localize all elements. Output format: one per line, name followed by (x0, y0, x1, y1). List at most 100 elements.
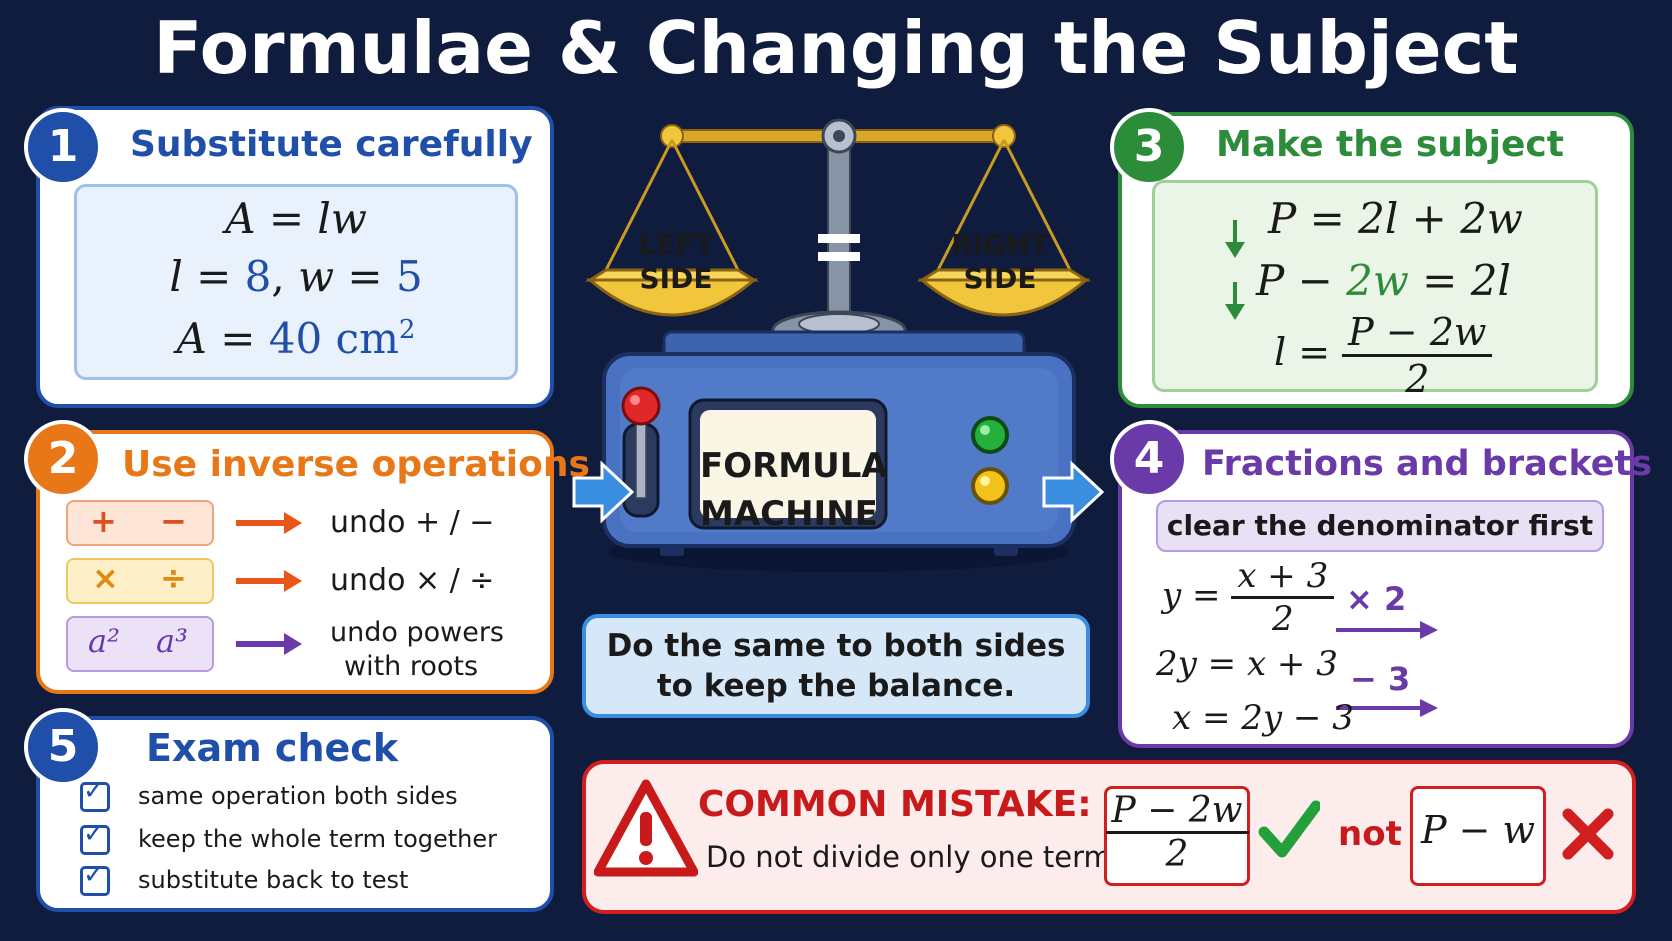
balance-machine-illustration (584, 118, 1092, 572)
down-arrow-icon-1 (1225, 220, 1245, 258)
result-power: 2 (398, 315, 416, 345)
formula-panel (74, 184, 518, 380)
denominator-tip: clear the denominator first (1166, 509, 1594, 542)
op-square: a² (88, 622, 120, 660)
card-title-inverse: Use inverse operations (122, 444, 590, 485)
card-title-make-subject: Make the subject (1216, 124, 1564, 165)
subject-result-numerator: P − 2w (1342, 310, 1493, 357)
checkmark-icon (1258, 800, 1320, 858)
card-title-exam-check: Exam check (146, 726, 399, 770)
arrow-icon-step-1 (1336, 621, 1438, 639)
op-box-add-subtract (66, 500, 214, 546)
substitution-values: l = 8, w = 5 (74, 252, 518, 301)
solved-equation: x = 2y − 3 (1172, 698, 1354, 738)
op-cube: a³ (156, 622, 188, 660)
checkbox-2[interactable] (80, 825, 110, 855)
balance-caption-line2: to keep the balance. (656, 668, 1016, 704)
subtract-step-lhs: P − (1256, 256, 1347, 305)
correct-fraction-denominator: 2 (1165, 834, 1189, 875)
right-pan-label-1: RIGHT (951, 228, 1049, 261)
arrow-icon-orange-2 (236, 570, 302, 592)
arrow-icon-purple (236, 633, 302, 655)
undo-powers-line1: undo powers (330, 617, 504, 648)
correct-fraction-numerator: P − 2w (1105, 790, 1249, 834)
subject-result-denominator: 2 (1405, 357, 1430, 401)
arrow-icon-orange-1 (236, 512, 302, 534)
card-title-fractions: Fractions and brackets (1202, 444, 1653, 484)
undo-powers-line2: with roots (344, 651, 479, 682)
checkbox-3[interactable] (80, 866, 110, 896)
warning-icon (594, 779, 698, 877)
check-icon-1: ✓ (83, 776, 105, 806)
step-badge-2: 2 (24, 420, 102, 498)
result-label: A = (176, 314, 269, 363)
balance-caption-box (582, 614, 1090, 718)
card-fractions-brackets (1118, 430, 1634, 748)
op-times: × (92, 559, 119, 597)
down-arrow-icon-2 (1225, 282, 1245, 320)
subject-result-lhs: l = (1274, 330, 1343, 374)
result-value: 40 cm (268, 314, 399, 363)
l-value: 8 (244, 252, 272, 301)
subtract-step: P − 2w = 2l (1256, 256, 1511, 305)
undo-multiply-divide: undo × / ÷ (330, 563, 495, 598)
check-icon-3: ✓ (83, 860, 105, 890)
check-icon-2: ✓ (83, 819, 105, 849)
check-item-2: keep the whole term together (138, 825, 498, 853)
mistake-heading: COMMON MISTAKE: (698, 784, 1092, 825)
left-pan-label-2: SIDE (639, 262, 713, 295)
machine-screen-line2: MACHINE (700, 494, 878, 534)
cross-icon (1562, 808, 1614, 860)
subtract-step-term: 2w (1346, 256, 1409, 305)
denominator-tip-box (1156, 500, 1604, 552)
wrong-expression-box (1410, 786, 1546, 886)
step-badge-1: 1 (24, 108, 102, 186)
subtract-step-rhs: = 2l (1408, 256, 1511, 305)
arrow-icon-step-2 (1336, 699, 1438, 717)
op-plus: + (90, 502, 117, 540)
balance-caption-line1: Do the same to both sides (606, 628, 1066, 664)
value-separator: , (271, 252, 299, 301)
op-divide: ÷ (160, 559, 187, 597)
step-subtract-label: − 3 (1350, 660, 1411, 698)
op-box-multiply-divide (66, 558, 214, 604)
area-formula: A = lw (225, 194, 367, 243)
card-exam-check (36, 716, 554, 912)
mistake-text: Do not divide only one term: (706, 840, 1122, 874)
step-badge-4: 4 (1110, 420, 1188, 498)
checkbox-1[interactable] (80, 782, 110, 812)
left-pan-label-1: LEFT (638, 228, 714, 261)
input-arrow-icon (572, 460, 635, 524)
step-badge-3: 3 (1110, 108, 1188, 186)
check-item-1: same operation both sides (138, 782, 458, 810)
perimeter-formula: P = 2l + 2w (1268, 194, 1523, 243)
w-value: 5 (395, 252, 423, 301)
op-box-powers (66, 616, 214, 672)
cleared-equation: 2y = x + 3 (1156, 644, 1338, 684)
op-minus: − (160, 502, 187, 540)
not-label: not (1338, 814, 1402, 854)
card-title-substitute: Substitute carefully (130, 124, 533, 165)
step-badge-5: 5 (24, 708, 102, 786)
w-label: w = (298, 252, 396, 301)
fraction-equation-denominator: 2 (1271, 599, 1294, 639)
page-title: Formulae & Changing the Subject (153, 6, 1519, 90)
area-result: A = 40 cm2 (74, 314, 518, 363)
machine-screen-line1: FORMULA (700, 446, 888, 486)
l-label: l = (169, 252, 245, 301)
wrong-expression: P − w (1420, 808, 1536, 852)
correct-fraction-box (1104, 786, 1250, 886)
step-multiply-label: × 2 (1346, 580, 1407, 618)
output-arrow-icon (1042, 460, 1105, 524)
fraction-equation-lhs: y = (1162, 575, 1232, 616)
right-pan-label-2: SIDE (963, 262, 1037, 295)
undo-add-subtract: undo + / − (330, 505, 495, 540)
fraction-equation-numerator: x + 3 (1231, 556, 1335, 599)
check-item-3: substitute back to test (138, 866, 409, 894)
